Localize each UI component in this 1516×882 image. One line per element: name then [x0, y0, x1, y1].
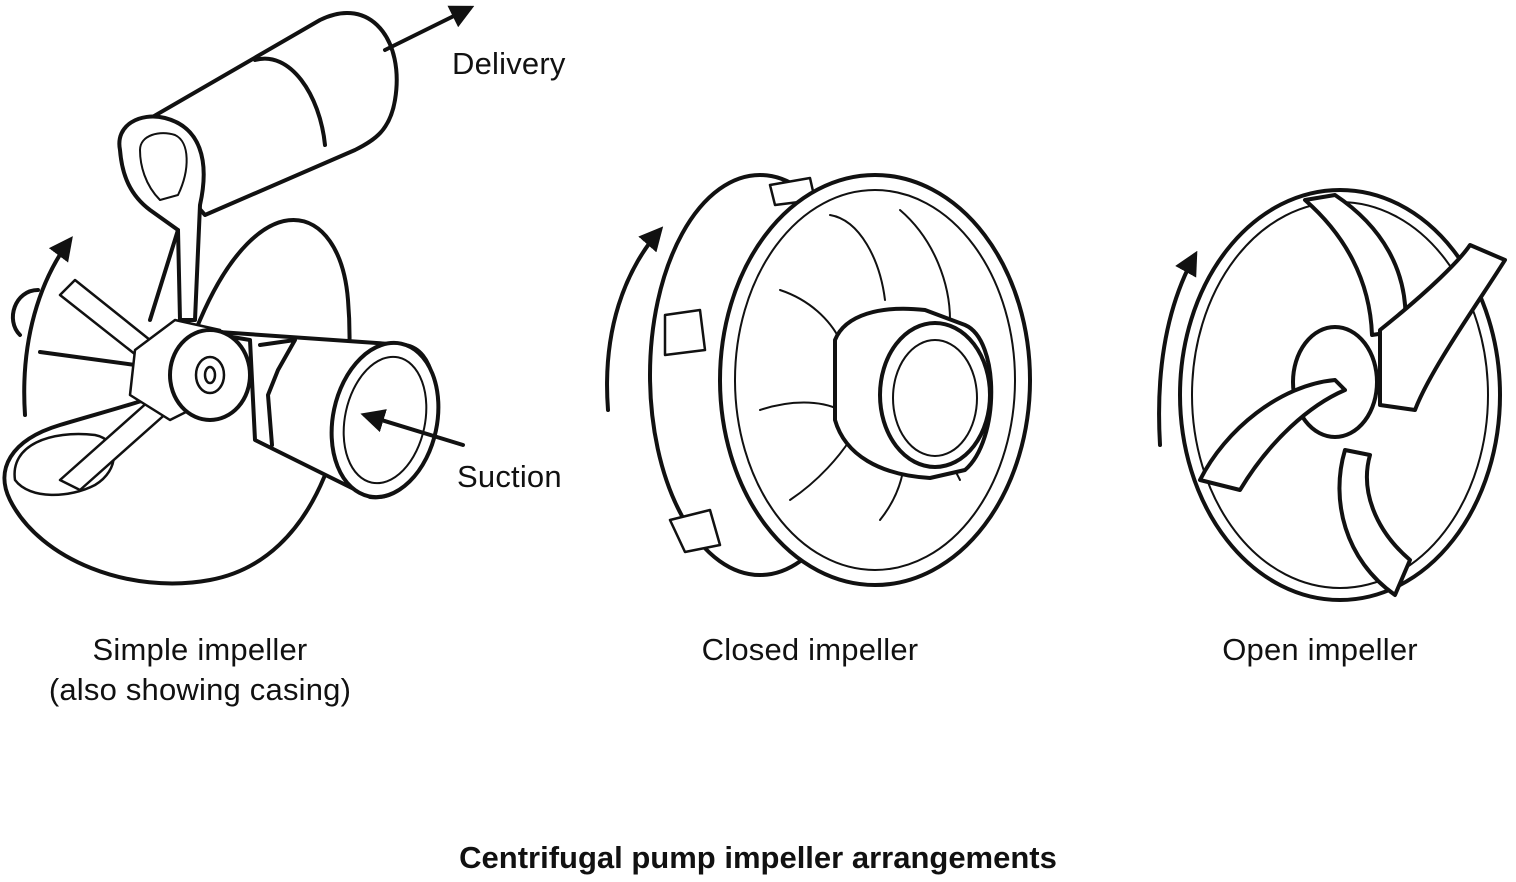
delivery-arrow	[383, 5, 475, 52]
rotation-arrow-closed	[605, 226, 664, 412]
delivery-pipe	[117, 11, 399, 322]
delivery-label: Delivery	[452, 46, 566, 81]
simple-impeller-caption-line2: (also showing casing)	[48, 672, 352, 707]
rotation-arrow-simple	[22, 236, 73, 417]
simple-impeller-caption-line1: Simple impeller	[92, 632, 308, 667]
figure-title: Centrifugal pump impeller arrangements	[459, 840, 1057, 875]
drive-shaft	[38, 350, 137, 367]
open-impeller-caption: Open impeller	[1222, 632, 1418, 667]
closed-impeller-caption: Closed impeller	[701, 632, 919, 667]
open-impeller-drawing	[1157, 188, 1507, 602]
open-impeller-vanes	[1198, 193, 1507, 597]
closed-impeller-drawing	[605, 173, 1032, 587]
rotation-arrow-open	[1157, 250, 1198, 447]
closed-impeller-vanes	[759, 209, 961, 521]
simple-impeller-vanes	[58, 278, 252, 492]
closed-impeller-eye	[878, 321, 992, 469]
suction-label: Suction	[457, 459, 562, 494]
simple-impeller-caption: Simple impeller (also showing casing)	[20, 630, 380, 710]
simple-impeller-drawing	[2, 5, 475, 586]
suction-arrow	[360, 409, 465, 447]
